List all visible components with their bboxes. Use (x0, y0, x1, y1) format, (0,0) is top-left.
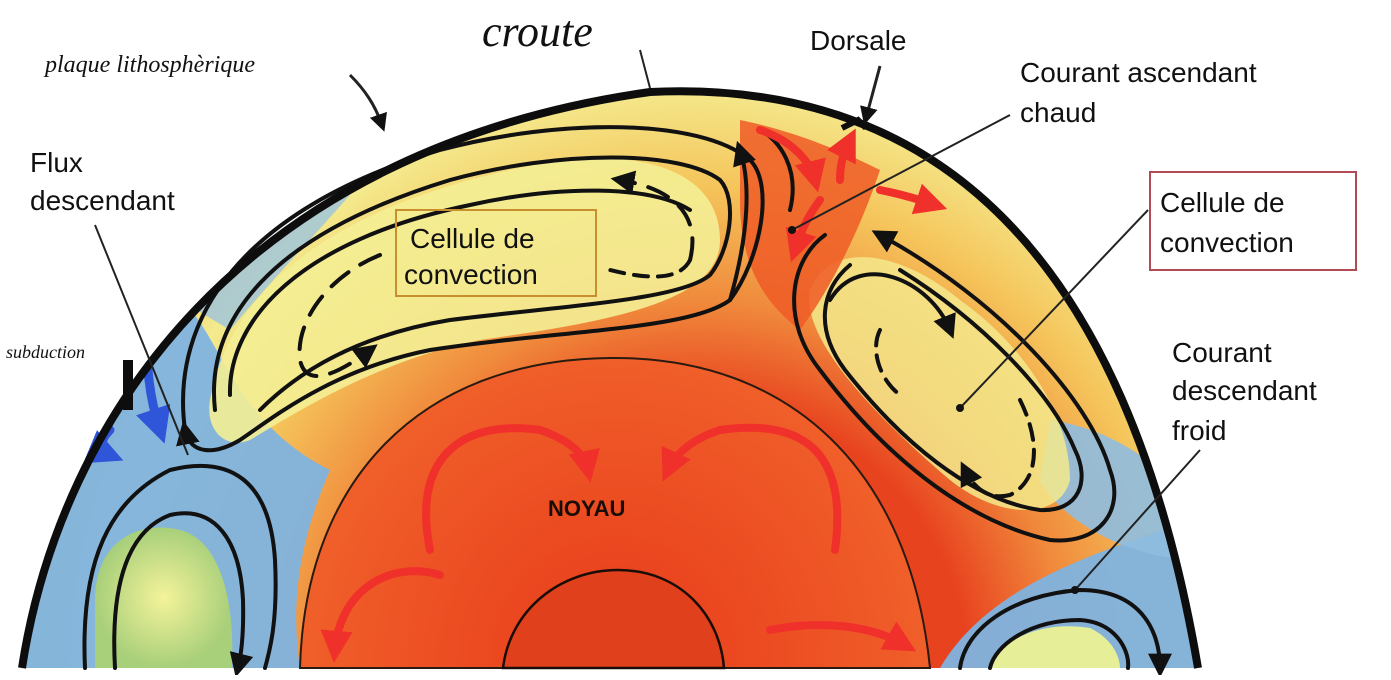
label-cellule-right-2: convection (1160, 227, 1294, 258)
label-croute: croute (482, 7, 593, 56)
label-cellule-right-1: Cellule de (1160, 187, 1285, 218)
label-flux-1: Flux (30, 147, 83, 178)
label-dorsale: Dorsale (810, 25, 906, 56)
label-courant-ascendant-1: Courant ascendant (1020, 57, 1257, 88)
label-cellule-left-1: Cellule de (410, 223, 535, 254)
label-subduction: subduction (6, 342, 85, 362)
label-courant-desc-2: descendant (1172, 375, 1317, 406)
label-courant-desc-3: froid (1172, 415, 1226, 446)
label-noyau: NOYAU (548, 496, 625, 521)
label-cellule-left-2: convection (404, 259, 538, 290)
label-courant-ascendant-2: chaud (1020, 97, 1096, 128)
label-flux-2: descendant (30, 185, 175, 216)
label-courant-desc-1: Courant (1172, 337, 1272, 368)
label-plaque: plaque lithosphèrique (43, 52, 255, 78)
